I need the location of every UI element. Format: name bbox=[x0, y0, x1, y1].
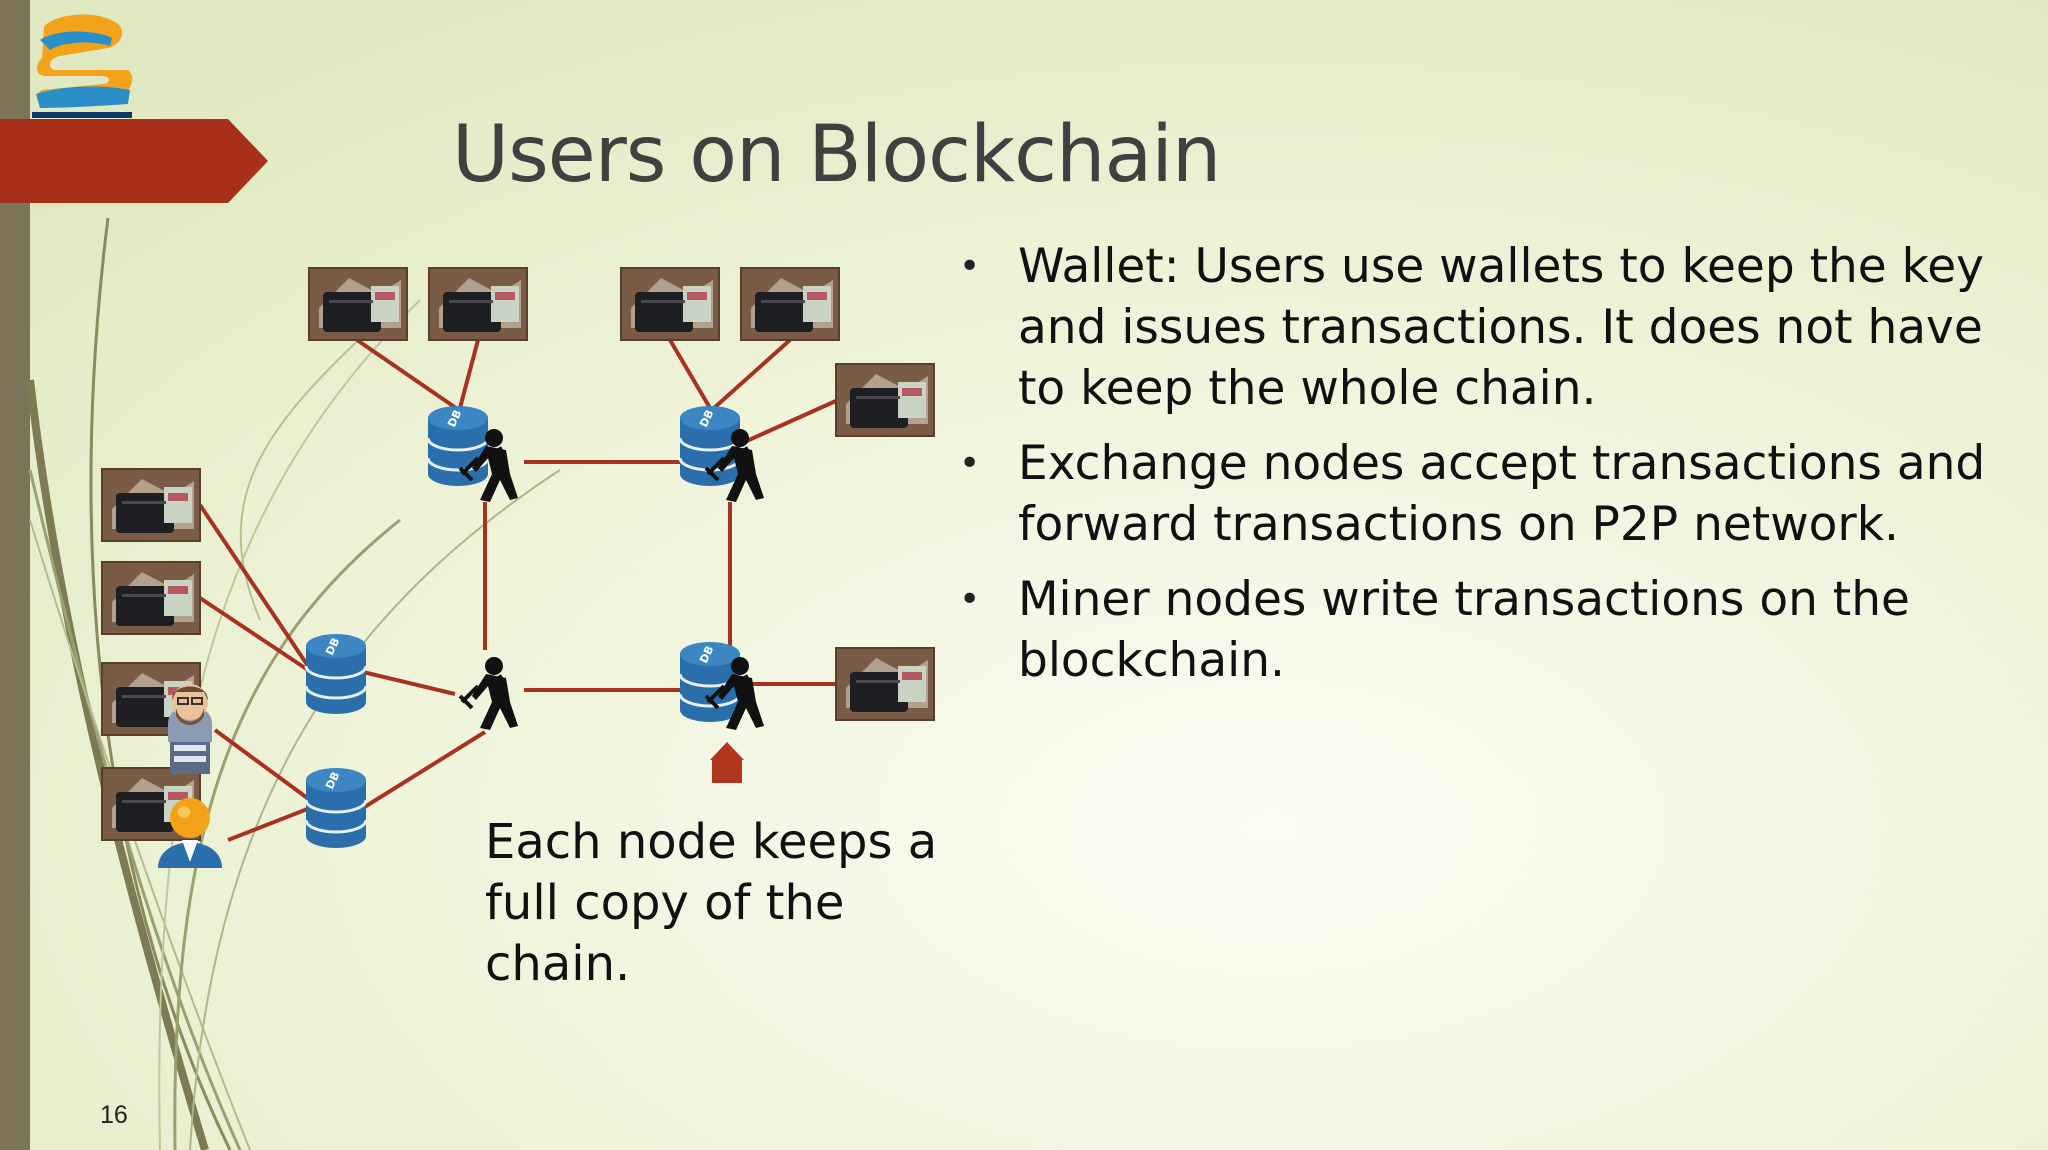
wallet-icon bbox=[308, 267, 408, 341]
bullet-text: Exchange nodes accept transactions and f… bbox=[1018, 436, 1986, 552]
miner-icon bbox=[458, 655, 520, 732]
title-banner bbox=[0, 119, 268, 203]
bullet-dot-icon: • bbox=[959, 246, 981, 287]
user-avatar-icon bbox=[158, 798, 222, 868]
bullet-item: • Miner nodes write transactions on the b… bbox=[955, 569, 2015, 691]
developer-avatar-icon bbox=[168, 684, 212, 774]
bullet-text: Miner nodes write transactions on the bl… bbox=[1018, 572, 1910, 688]
bullet-dot-icon: • bbox=[959, 443, 981, 484]
database-icon: DB bbox=[678, 640, 742, 724]
wallet-icon bbox=[428, 267, 528, 341]
wallet-icon bbox=[835, 647, 935, 721]
bullet-list: • Wallet: Users use wallets to keep the k… bbox=[955, 236, 2015, 705]
wallet-icon bbox=[101, 561, 201, 635]
wallet-icon bbox=[835, 363, 935, 437]
bullet-item: • Exchange nodes accept transactions and … bbox=[955, 433, 2015, 555]
database-icon: DB bbox=[678, 404, 742, 488]
database-icon: DB bbox=[304, 632, 368, 716]
wallet-icon bbox=[101, 468, 201, 542]
wallet-icon bbox=[740, 267, 840, 341]
arrow-up-icon bbox=[710, 742, 744, 783]
diagram-caption: Each node keeps a full copy of the chain… bbox=[485, 814, 938, 992]
page-number: 16 bbox=[100, 1101, 128, 1129]
database-icon: DB bbox=[426, 404, 490, 488]
slide-title: Users on Blockchain bbox=[452, 110, 1221, 200]
connector-lines bbox=[198, 338, 839, 842]
bullet-text: Wallet: Users use wallets to keep the ke… bbox=[1018, 239, 1984, 416]
wallet-icon bbox=[620, 267, 720, 341]
database-icon: DB bbox=[304, 766, 368, 850]
bullet-dot-icon: • bbox=[959, 579, 981, 620]
bullet-item: • Wallet: Users use wallets to keep the k… bbox=[955, 236, 2015, 419]
logo-icon bbox=[32, 14, 133, 118]
